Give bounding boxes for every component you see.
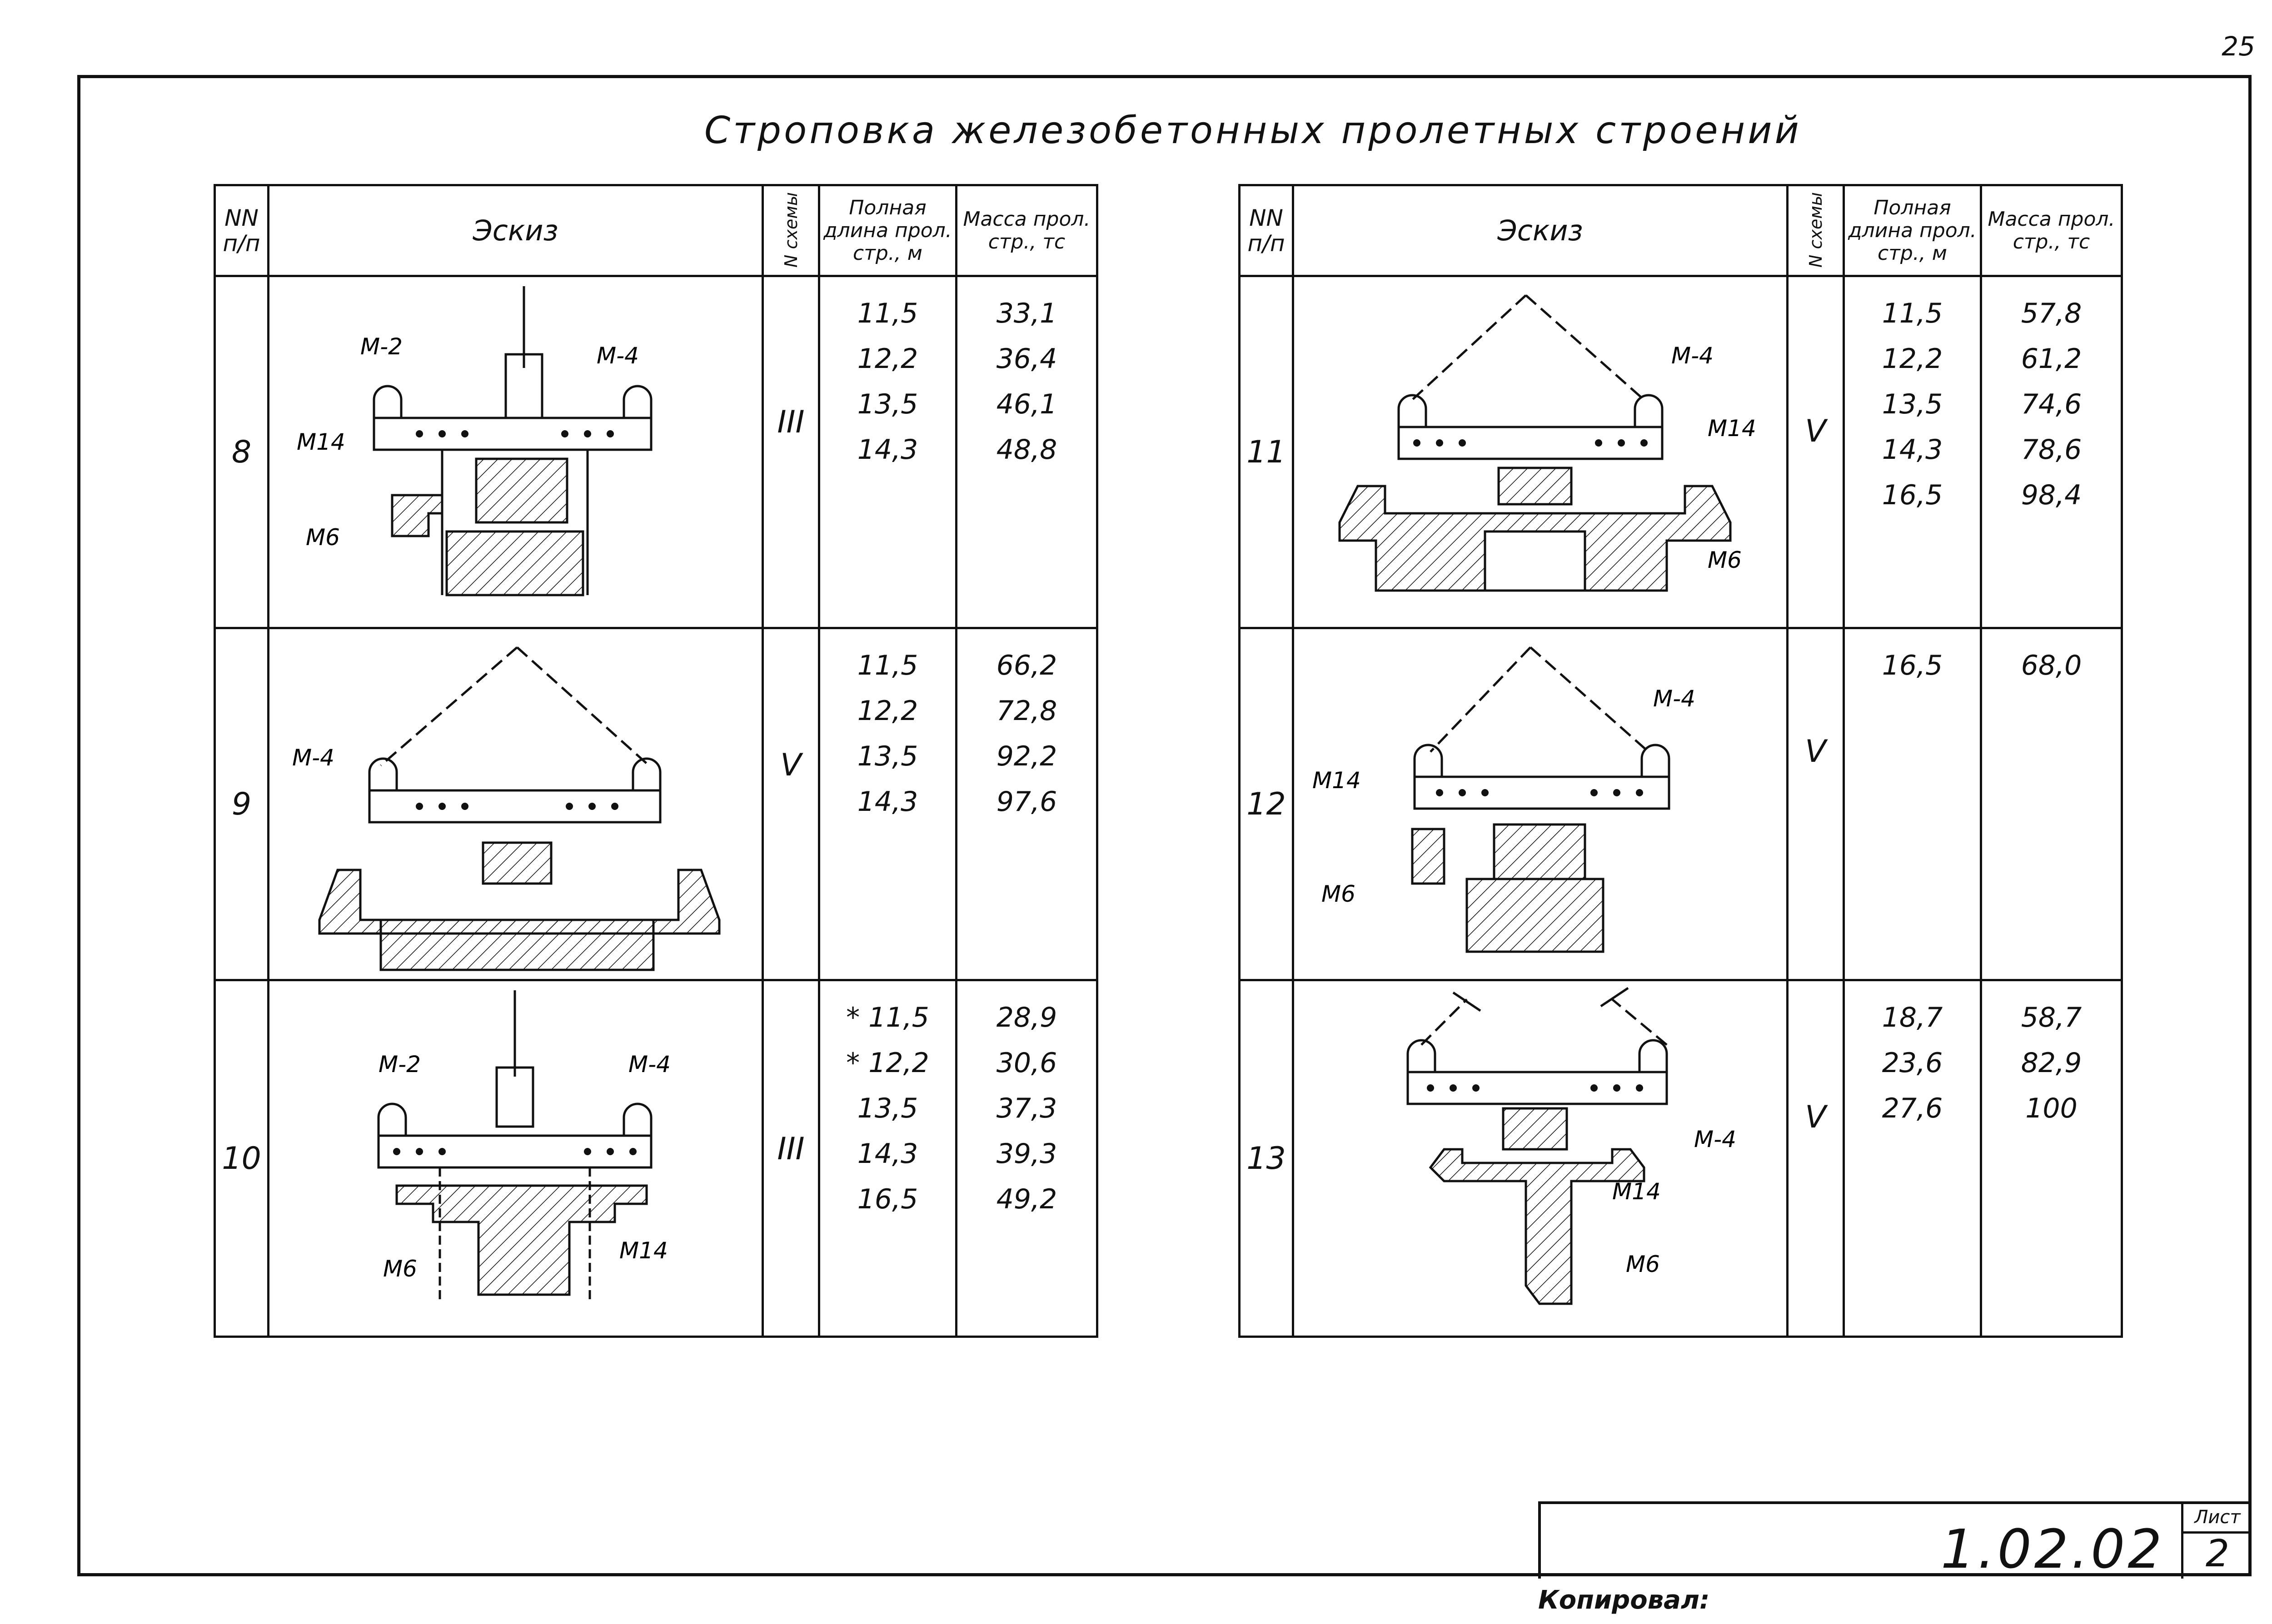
- mass-values: 68,0: [1980, 627, 2123, 981]
- sketch-cell: М-2 М-4 М14 М6: [267, 979, 764, 1338]
- label-m2: М-2: [379, 1051, 421, 1078]
- table-header-row: NN п/п Эскиз N схемы Полная длина прол. …: [1238, 184, 2123, 277]
- left-table: NN п/п Эскиз N схемы Полная длина прол. …: [214, 184, 1098, 1338]
- sling-sketch-12: М-4 М14 М6: [1312, 646, 1695, 953]
- title-block: 1.02.02 Лист 2: [1538, 1501, 2252, 1580]
- label-m6: М6: [1708, 547, 1742, 573]
- sling-sketch-8: М-2 М-4 М14 М6: [297, 286, 653, 596]
- label-m4: М-4: [1653, 685, 1695, 712]
- row-number: 13: [1238, 979, 1294, 1338]
- scheme-number: V: [1786, 627, 1845, 981]
- sheet-box: Лист 2: [2181, 1504, 2252, 1579]
- label-m4: М-4: [292, 745, 334, 771]
- sling-sketch-9: М-4: [292, 646, 721, 971]
- header-num: NN п/п: [1238, 184, 1294, 277]
- sketch-cell: М-2 М-4 М14 М6: [267, 275, 764, 629]
- right-table: NN п/п Эскиз N схемы Полная длина прол. …: [1238, 184, 2123, 1338]
- document-code: 1.02.02: [1941, 1518, 2165, 1580]
- scheme-number: V: [762, 627, 820, 981]
- header-sketch: Эскиз: [267, 184, 764, 277]
- label-m14: М14: [1708, 415, 1756, 442]
- header-length: Полная длина прол. стр., м: [1843, 184, 1982, 277]
- label-m4: М-4: [1694, 1126, 1736, 1152]
- sketch-cell: М-4: [267, 627, 764, 981]
- page-number: 25: [2222, 31, 2255, 62]
- label-m2: М-2: [360, 333, 403, 360]
- scheme-number: III: [762, 275, 820, 629]
- scheme-number: V: [1786, 275, 1845, 629]
- sling-sketch-10: М-2 М-4 М14 М6: [377, 990, 671, 1304]
- sling-sketch-13: М-4 М14 М6: [1406, 987, 1736, 1305]
- row-number: 12: [1238, 627, 1294, 981]
- table-header-row: NN п/п Эскиз N схемы Полная длина прол. …: [214, 184, 1098, 277]
- header-scheme: N схемы: [762, 184, 820, 277]
- sling-sketch-11: М-4 М14 М6: [1338, 294, 1756, 592]
- label-m6: М6: [1626, 1251, 1660, 1277]
- drawing-frame: [77, 75, 2252, 1576]
- label-m14: М14: [1612, 1178, 1661, 1205]
- label-m14: М14: [1312, 767, 1361, 794]
- table-row: 10 М-2: [214, 979, 1098, 1338]
- sketch-cell: М-4 М14 М6: [1292, 979, 1789, 1338]
- table-row: 8: [214, 275, 1098, 629]
- row-number: 8: [214, 275, 269, 629]
- row-number: 10: [214, 979, 269, 1338]
- label-m4: М-4: [597, 343, 639, 369]
- row-number: 11: [1238, 275, 1294, 629]
- header-scheme: N схемы: [1786, 184, 1845, 277]
- header-length: Полная длина прол. стр., м: [818, 184, 957, 277]
- scheme-number: III: [762, 979, 820, 1338]
- table-row: 11 М-4: [1238, 275, 2123, 629]
- header-sketch: Эскиз: [1292, 184, 1789, 277]
- sheet-number: 2: [2205, 1532, 2230, 1575]
- table-row: 13 М-4: [1238, 979, 2123, 1338]
- table-row: 12 М-4: [1238, 627, 2123, 981]
- sketch-cell: М-4 М14 М6: [1292, 627, 1789, 981]
- label-m6: М6: [383, 1256, 417, 1282]
- label-m14: М14: [619, 1237, 668, 1264]
- sheet-label: Лист: [2183, 1504, 2252, 1534]
- length-values: 16,5: [1843, 627, 1982, 981]
- label-m6: М6: [1321, 881, 1355, 907]
- label-m14: М14: [297, 429, 345, 455]
- header-mass: Масса прол. стр., тс: [1980, 184, 2123, 277]
- header-mass: Масса прол. стр., тс: [955, 184, 1098, 277]
- page-title: Строповка железобетонных пролетных строе…: [704, 109, 1802, 152]
- label-m4: М-4: [1671, 343, 1714, 369]
- row-number: 9: [214, 627, 269, 981]
- sketch-cell: М-4 М14 М6: [1292, 275, 1789, 629]
- table-row: 9 М-4: [214, 627, 1098, 981]
- label-m4: М-4: [628, 1051, 671, 1078]
- label-m6: М6: [306, 524, 340, 551]
- header-num: NN п/п: [214, 184, 269, 277]
- scheme-number: V: [1786, 979, 1845, 1338]
- copied-by-label: Копировал:: [1538, 1585, 1710, 1615]
